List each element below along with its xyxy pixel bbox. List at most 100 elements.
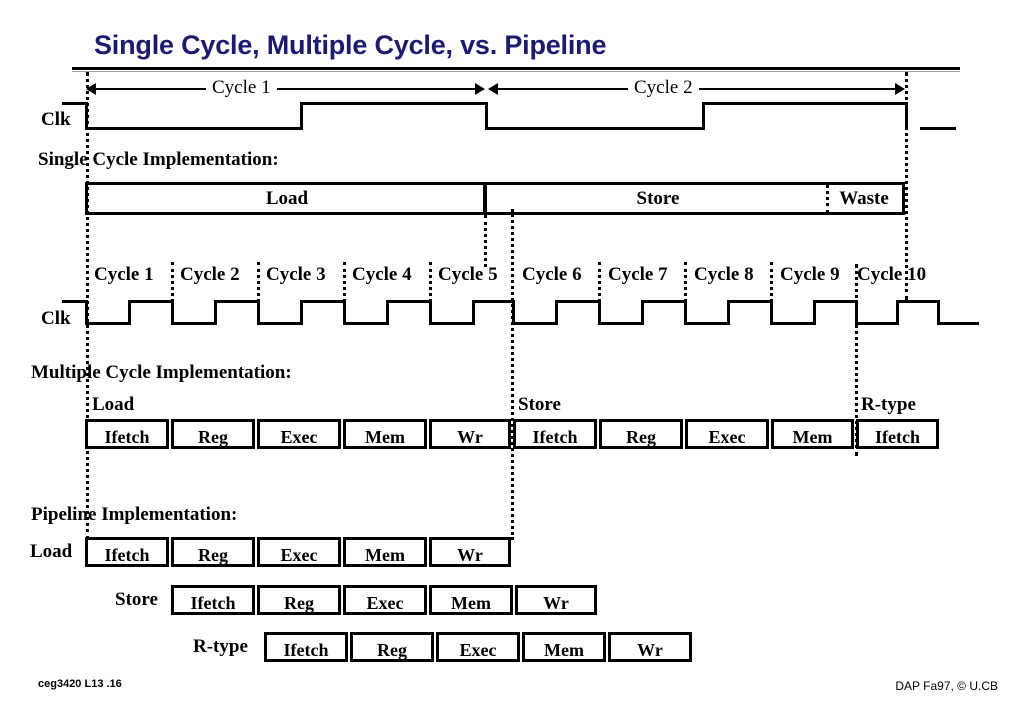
multi-clk-segment (343, 322, 388, 325)
multi-cycle-stage-box: Mem (771, 419, 854, 449)
multi-clk-segment (555, 300, 601, 303)
pipeline-stage-box: Mem (429, 585, 513, 615)
multi-clk-edge (855, 300, 858, 325)
top-clk-segment (62, 102, 88, 105)
cycle2-span-arrow: Cycle 2 (488, 77, 905, 99)
cycle1-span-arrow: Cycle 1 (86, 77, 485, 99)
multi-cycle-heading: Multiple Cycle Implementation: (31, 362, 292, 383)
footer-attribution: DAP Fa97, © U.CB (895, 679, 998, 693)
page-title: Single Cycle, Multiple Cycle, vs. Pipeli… (94, 30, 607, 60)
top-clk-edge (485, 102, 488, 130)
single-cycle-segment-store: Store (636, 188, 680, 209)
guide-line-rtype-start (855, 264, 858, 456)
guide-line-store-start (511, 209, 514, 540)
pipeline-row-label-rtype: R-type (193, 636, 248, 657)
multi-clk-edge (429, 300, 432, 325)
multi-clk-segment (684, 322, 729, 325)
multi-clk-edge (813, 300, 816, 325)
arrow-shaft (94, 88, 477, 90)
multi-clk-segment (641, 300, 687, 303)
pipeline-stage-box: Wr (608, 632, 692, 662)
single-cycle-segment-load: Load (265, 188, 309, 209)
pipeline-stage-box: Ifetch (171, 585, 255, 615)
pipeline-stage-box: Exec (257, 537, 341, 567)
pipeline-stage-box: Reg (350, 632, 434, 662)
multi-cycle-caption-3: Cycle 3 (266, 264, 326, 285)
multi-clk-segment (128, 300, 174, 303)
top-clk-segment (920, 127, 956, 130)
multi-cycle-group-label-load: Load (92, 394, 135, 415)
multi-cycle-caption-6: Cycle 6 (522, 264, 582, 285)
multi-cycle-caption-4: Cycle 4 (352, 264, 412, 285)
multi-clk-segment (62, 300, 88, 303)
guide-line-waste-end (905, 72, 908, 300)
pipeline-stage-box: Ifetch (264, 632, 348, 662)
multi-cycle-stage-box: Wr (429, 419, 511, 449)
arrow-head-left-icon (488, 83, 498, 95)
multi-clk-segment (85, 322, 130, 325)
multi-clk-segment (300, 300, 346, 303)
single-cycle-segment-waste: Waste (839, 188, 889, 209)
multi-clk-edge (128, 300, 131, 325)
pipeline-stage-box: Reg (257, 585, 341, 615)
multi-cycle-stage-box: Ifetch (856, 419, 939, 449)
cycle2-label: Cycle 2 (628, 77, 699, 99)
multi-clk-edge (937, 300, 940, 325)
cycle-tick (598, 262, 601, 302)
cycle-tick (171, 262, 174, 302)
single-cycle-divider-load-store (483, 182, 487, 215)
multi-clk-edge (770, 300, 773, 325)
multi-clk-edge (684, 300, 687, 325)
multi-clk-segment (770, 322, 815, 325)
multi-clk-edge (343, 300, 346, 325)
cycle-tick (770, 262, 773, 302)
multi-cycle-stage-box: Ifetch (513, 419, 597, 449)
multi-clk-edge (171, 300, 174, 325)
multi-cycle-stage-box: Reg (171, 419, 255, 449)
pipeline-stage-box: Mem (522, 632, 606, 662)
top-clk-label: Clk (41, 109, 71, 130)
multi-clk-edge (257, 300, 260, 325)
title-rule-thin (72, 71, 960, 72)
multi-clk-segment (257, 322, 302, 325)
multi-clk-segment (214, 300, 260, 303)
top-clk-segment (85, 127, 303, 130)
footer-course-id: ceg3420 L13 .16 (38, 678, 122, 690)
multi-clk-edge (512, 300, 515, 325)
multi-clk-segment (429, 322, 474, 325)
pipeline-stage-box: Wr (515, 585, 597, 615)
multi-cycle-stage-box: Mem (343, 419, 427, 449)
multi-clk-label: Clk (41, 308, 71, 329)
pipeline-heading: Pipeline Implementation: (31, 504, 238, 525)
multi-clk-edge (727, 300, 730, 325)
top-clk-segment (300, 102, 488, 105)
multi-clk-edge (386, 300, 389, 325)
multi-clk-edge (300, 300, 303, 325)
multi-clk-edge (85, 300, 88, 325)
multi-cycle-stage-box: Reg (599, 419, 683, 449)
arrow-head-right-icon (895, 83, 905, 95)
multi-clk-segment (472, 300, 515, 303)
arrow-head-left-icon (86, 83, 96, 95)
pipeline-stage-box: Mem (343, 537, 427, 567)
single-cycle-bar: Load Store Waste (85, 182, 905, 215)
multi-cycle-stage-box: Exec (257, 419, 341, 449)
pipeline-stage-box: Wr (429, 537, 511, 567)
cycle-tick (684, 262, 687, 302)
cycle-tick (343, 262, 346, 302)
multi-clk-segment (813, 300, 858, 303)
multi-cycle-caption-10: Cycle 10 (857, 264, 927, 285)
pipeline-stage-box: Reg (171, 537, 255, 567)
pipeline-stage-box: Exec (343, 585, 427, 615)
arrow-head-right-icon (475, 83, 485, 95)
multi-cycle-caption-1: Cycle 1 (94, 264, 154, 285)
top-clk-segment (485, 127, 705, 130)
top-clk-edge (702, 102, 705, 130)
title-rule-thick (72, 67, 960, 70)
multi-clk-segment (598, 322, 643, 325)
multi-clk-edge (555, 300, 558, 325)
multi-clk-segment (386, 300, 432, 303)
multi-cycle-caption-8: Cycle 8 (694, 264, 754, 285)
multi-clk-edge (641, 300, 644, 325)
